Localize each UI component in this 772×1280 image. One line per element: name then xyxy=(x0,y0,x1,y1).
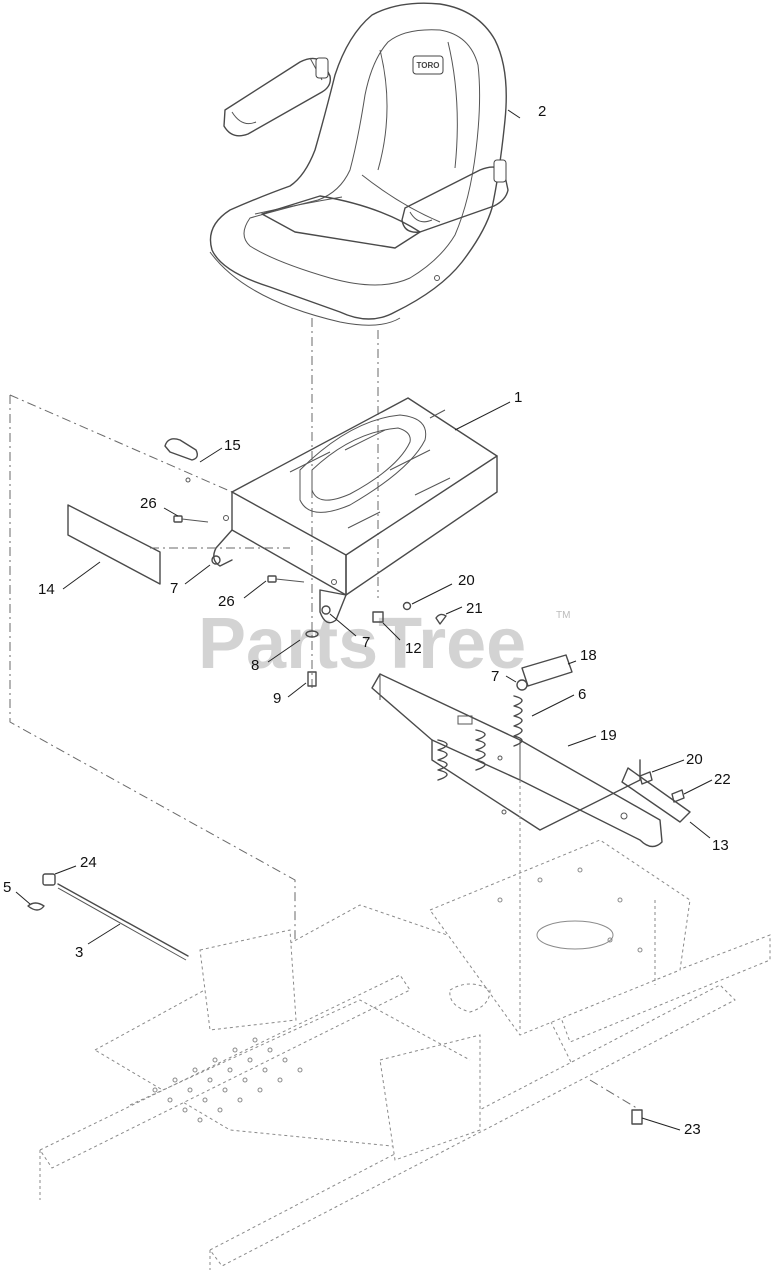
callout-22: 20 xyxy=(458,572,475,589)
bolt-part-21 xyxy=(631,1109,643,1125)
cotter-pin-part-5 xyxy=(27,902,45,911)
decal-part-14[interactable] xyxy=(67,504,161,585)
callout-3: 3 xyxy=(75,944,83,961)
screw-part-26-upper xyxy=(173,515,183,523)
knob-part-24 xyxy=(42,873,56,886)
seat-plate-part-1[interactable] xyxy=(213,397,498,624)
washer-part-22 xyxy=(402,601,412,611)
callout-2: 2 xyxy=(538,103,546,120)
callout-12: 12 xyxy=(405,640,422,657)
decal-part-18 xyxy=(521,654,573,687)
bolt-part-20-left xyxy=(639,771,653,785)
nut-part-7-center xyxy=(321,605,331,615)
watermark-text: PartsTree xyxy=(198,604,526,684)
clip-part-15 xyxy=(164,438,199,461)
callout-19: 19 xyxy=(600,727,617,744)
nut-part-7-left xyxy=(211,555,221,565)
bolt-part-9 xyxy=(307,671,317,687)
callout-24: 24 xyxy=(80,854,97,871)
callout-7-center: 7 xyxy=(362,634,370,651)
guide-line-left-box xyxy=(9,395,296,1022)
callout-26-lower: 26 xyxy=(218,593,235,610)
chassis-frame xyxy=(39,780,771,1270)
pin-part-23 xyxy=(435,613,447,625)
callout-20-left: 20 xyxy=(686,751,703,768)
callout-6: 6 xyxy=(578,686,586,703)
callout-8: 8 xyxy=(251,657,259,674)
callout-leaders xyxy=(15,109,713,1131)
callout-23: 21 xyxy=(466,600,483,617)
callout-26-upper: 26 xyxy=(140,495,157,512)
seat-logo-badge xyxy=(412,55,444,75)
seat-part-2[interactable]: TORO xyxy=(209,2,509,326)
seat-logo-text: TORO xyxy=(417,61,440,70)
callout-18: 18 xyxy=(580,647,597,664)
bracket-part-13[interactable] xyxy=(621,767,691,823)
callout-21: 23 xyxy=(684,1121,701,1138)
callout-7-spring: 7 xyxy=(491,668,499,685)
callout-14: 14 xyxy=(38,581,55,598)
callout-9: 9 xyxy=(273,690,281,707)
screw-part-26-lower xyxy=(267,575,277,583)
hardware-small-parts xyxy=(27,438,685,1125)
nut-part-12 xyxy=(372,611,384,623)
callout-labels: 2 1 15 26 14 7 26 7 8 9 12 20 21 7 18 6 … xyxy=(3,103,731,1138)
callout-20-right: 22 xyxy=(714,771,731,788)
callout-5: 5 xyxy=(3,879,11,896)
callout-7-left: 7 xyxy=(170,580,178,597)
callout-13: 13 xyxy=(712,837,729,854)
callout-15: 15 xyxy=(224,437,241,454)
callout-1: 1 xyxy=(514,389,522,406)
spring-part-6[interactable] xyxy=(437,695,523,781)
chassis-holes xyxy=(152,867,643,1123)
watermark-trademark: TM xyxy=(556,610,570,621)
washer-part-8 xyxy=(305,630,319,638)
suspension-bracket-part-19[interactable] xyxy=(371,673,663,848)
rod-part-3[interactable] xyxy=(57,883,189,957)
guide-line-top xyxy=(9,394,233,493)
